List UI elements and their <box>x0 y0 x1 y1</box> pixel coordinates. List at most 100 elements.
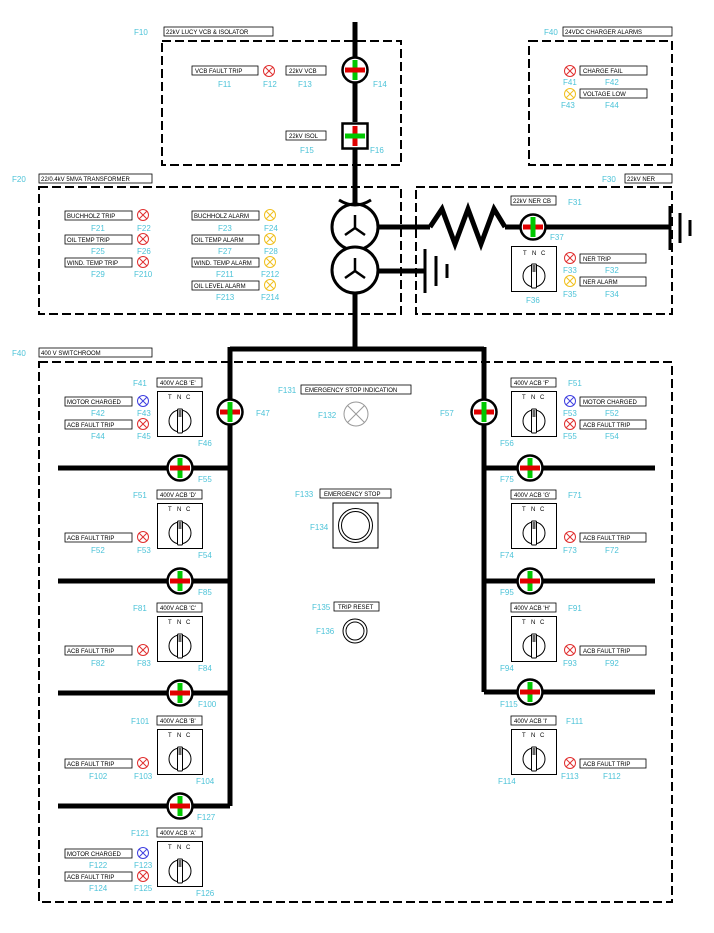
acb-d-bus-switch-icon[interactable] <box>166 567 194 595</box>
emergency-stop-button[interactable] <box>332 502 379 549</box>
acb-a-motor-lamp-icon <box>137 847 149 859</box>
oil-temp-trip-lamp-icon <box>137 233 149 245</box>
ner-alarm-lamp-icon <box>564 275 576 287</box>
selector-t-label: T <box>522 395 526 401</box>
ner-section-box <box>415 186 673 315</box>
f-label: F71 <box>568 491 582 500</box>
f-label: F131 <box>278 386 297 395</box>
acb-i-fault-label: ACB FAULT TRIP <box>583 762 630 768</box>
wind-temp-trip-label: WIND. TEMP TRIP <box>67 261 118 267</box>
acb-b-label: 400V ACB 'B' <box>160 719 196 725</box>
selector-c-label: C <box>186 733 191 739</box>
f-label: F54 <box>198 551 212 560</box>
acb-i-label: 400V ACB 'I' <box>514 719 547 725</box>
acb-h-fault-label: ACB FAULT TRIP <box>583 649 630 655</box>
estop-indication-lamp-icon <box>343 401 369 427</box>
buchholz-trip-lamp-icon <box>137 209 149 221</box>
ner-trip-lamp-icon <box>564 252 576 264</box>
acb-e-fault-lamp-icon <box>137 418 149 430</box>
f-label: F15 <box>300 146 314 155</box>
acb-f-bus-switch-icon[interactable] <box>516 454 544 482</box>
f-label: F95 <box>500 588 514 597</box>
acb-i-fault-lamp-icon <box>564 757 576 769</box>
acb-h-bus-switch-icon[interactable] <box>516 678 544 706</box>
f-label: F101 <box>131 717 150 726</box>
acb-g-label: 400V ACB 'G' <box>514 493 550 499</box>
f-label: F136 <box>316 627 335 636</box>
acb-e-bus-switch-icon[interactable] <box>166 454 194 482</box>
charge-fail-lamp-icon <box>564 65 576 77</box>
f-label: F85 <box>198 588 212 597</box>
f-label: F37 <box>550 233 564 242</box>
ner-section-title: 22kV NER <box>627 177 656 183</box>
acb-c-label: 400V ACB 'C' <box>160 606 196 612</box>
f-label: F57 <box>440 409 454 418</box>
f-label: F53 <box>137 546 151 555</box>
selector-c-label: C <box>540 395 545 401</box>
acb-c-bus-switch-icon[interactable] <box>166 679 194 707</box>
f-label: F23 <box>218 224 232 233</box>
f-label: F31 <box>568 198 582 207</box>
selector-n-label: N <box>177 733 181 739</box>
f-label: F211 <box>216 270 234 279</box>
selector-c-label: C <box>541 251 546 257</box>
acb-g-bus-switch-icon[interactable] <box>516 567 544 595</box>
acb-f-motor-lamp-icon <box>564 395 576 407</box>
acb-a-fault-label: ACB FAULT TRIP <box>67 875 114 881</box>
ner-earth-icon <box>668 206 692 250</box>
acb-f-fault-lamp-icon <box>564 418 576 430</box>
f-label: F210 <box>134 270 153 279</box>
f-label: F33 <box>563 266 577 275</box>
f-label: F214 <box>261 293 280 302</box>
f-label: F14 <box>373 80 387 89</box>
wind-temp-trip-lamp-icon <box>137 256 149 268</box>
f-label: F27 <box>218 247 232 256</box>
vcb-fault-trip-label: VCB FAULT TRIP <box>195 69 242 75</box>
f-label: F10 <box>134 28 148 37</box>
acb-f-label: 400V ACB 'F' <box>514 381 549 387</box>
acb-f-switch-icon[interactable] <box>470 398 498 426</box>
ner-cb-label: 22kV NER CB <box>513 199 551 205</box>
f-label: F55 <box>563 432 577 441</box>
f-label: F51 <box>133 491 147 500</box>
vcb-label: 22kV VCB <box>289 69 317 75</box>
f-label: F16 <box>370 146 384 155</box>
f-label: F40 <box>544 28 558 37</box>
selector-t-label: T <box>522 620 526 626</box>
f-label: F73 <box>563 546 577 555</box>
acb-b-bus-switch-icon[interactable] <box>166 792 194 820</box>
f-label: F123 <box>134 861 153 870</box>
f-label: F112 <box>603 772 621 781</box>
f-label: F12 <box>263 80 277 89</box>
f-label: F41 <box>133 379 147 388</box>
acb-e-motor-label: MOTOR CHARGED <box>67 400 122 406</box>
f-label: F75 <box>500 475 514 484</box>
f-label: F124 <box>89 884 108 893</box>
lucy-section-title: 22kV LUCY VCB & ISOLATOR <box>166 30 249 36</box>
f-label: F126 <box>196 889 215 898</box>
isolator-switch-icon[interactable] <box>341 122 369 150</box>
f-label: F72 <box>605 546 619 555</box>
f-label: F20 <box>12 175 26 184</box>
acb-e-switch-icon[interactable] <box>216 398 244 426</box>
f-label: F26 <box>137 247 151 256</box>
f-label: F134 <box>310 523 329 532</box>
f-label: F30 <box>602 175 616 184</box>
selector-n-label: N <box>177 395 181 401</box>
isol-label: 22kV ISOL <box>289 134 319 140</box>
vcb-switch-icon[interactable] <box>341 56 369 84</box>
f-label: F127 <box>197 813 216 822</box>
ner-cb-switch-icon[interactable] <box>519 213 547 241</box>
selector-c-label: C <box>540 620 545 626</box>
f-label: F81 <box>133 604 147 613</box>
f-label: F35 <box>563 290 577 299</box>
f-label: F115 <box>500 700 518 709</box>
oil-level-alarm-lamp-icon <box>264 279 276 291</box>
f-label: F44 <box>605 101 619 110</box>
f-label: F82 <box>91 659 105 668</box>
switchroom-section-box <box>38 361 673 903</box>
f-label: F212 <box>261 270 280 279</box>
trip-reset-button[interactable] <box>342 618 368 644</box>
f-label: F113 <box>561 772 579 781</box>
